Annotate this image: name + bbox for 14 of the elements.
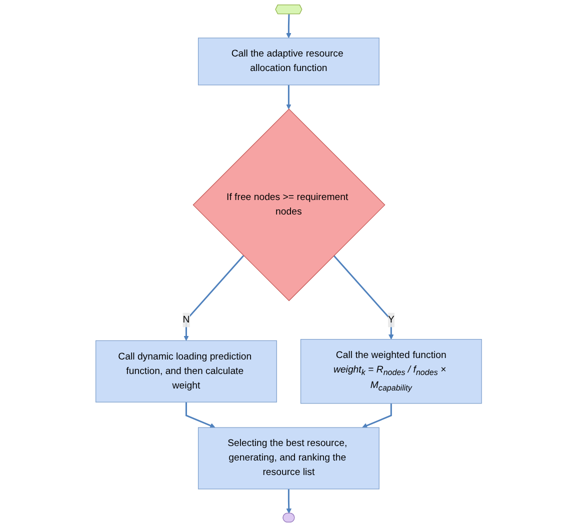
node-box: Selecting the best resource, generating, and ranking the resource list <box>198 427 380 490</box>
arrow <box>186 402 216 428</box>
node-diamond: If free nodes >= requirement nodes <box>193 108 386 302</box>
node-box: Call the adaptive resource allocation function <box>198 38 380 86</box>
edge-label: Y <box>388 314 395 325</box>
node-box: Call dynamic loading prediction function, and then calculate weight <box>96 340 278 402</box>
arrow <box>334 255 394 340</box>
arrow <box>286 14 292 38</box>
arrow <box>362 403 392 428</box>
edge-label: N <box>183 314 190 325</box>
arrow <box>286 84 292 110</box>
arrow <box>184 255 244 341</box>
arrow <box>286 489 292 514</box>
node-box: Call the weighted function weight$_{k}$ = R$_{nodes}$ / f$_{nodes}$ × M$_{capability}$ <box>300 339 482 404</box>
